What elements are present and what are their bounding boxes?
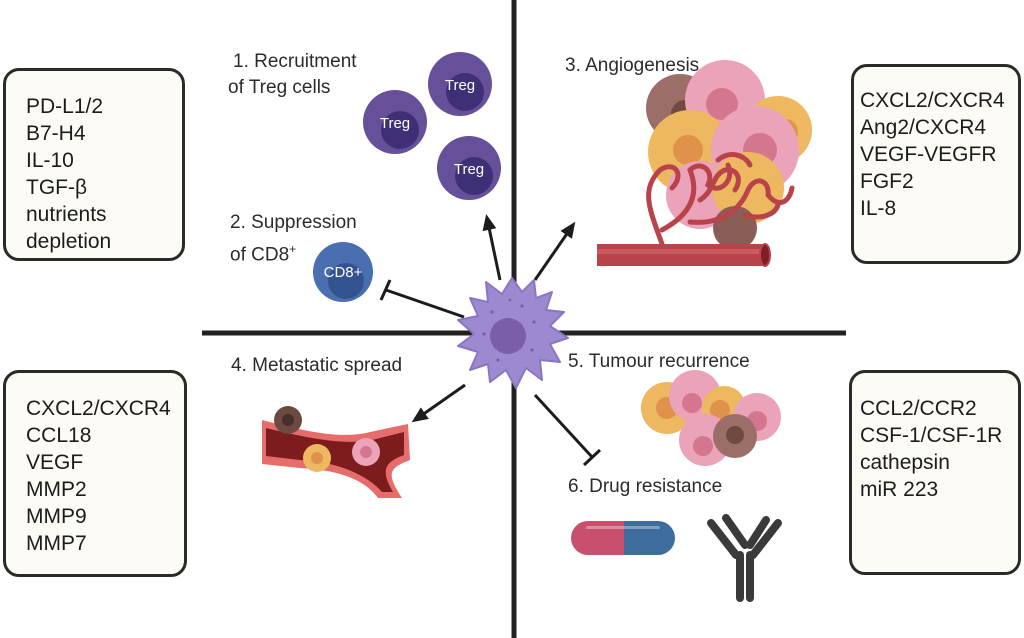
factor-item: Ang2/CXCR4 [860,116,987,139]
factor-item: CXCL2/CXCR4 [860,89,1005,112]
factor-item: PD-L1/2 [26,95,104,118]
treg-label: Treg [454,161,484,178]
step-4-label: 4. Metastatic spread [231,355,403,376]
factor-item: MMP9 [26,505,87,528]
factor-item: CSF-1/CSF-1R [860,424,1003,447]
factors-box-top-left: PD-L1/2 B7-H4 IL-10 TGF-β nutrients depl… [3,68,185,261]
step-1-line2: of Treg cells [228,77,331,98]
treg-cell: Treg [437,136,501,200]
angiogenesis-tumor-icon [646,60,812,250]
macrophage-icon [457,277,569,389]
factor-item: CCL2/CCR2 [860,397,977,420]
factor-item: TGF-β [26,176,88,199]
metastasis-vessel-icon [262,406,410,498]
factor-item: cathepsin [860,451,950,474]
step-6-label: 6. Drug resistance [568,476,723,497]
treg-label: Treg [380,115,410,132]
arrow-to-treg [482,214,502,281]
factor-item: MMP2 [26,478,87,501]
step-1-label: 1. Recruitment of Treg cells [228,49,357,101]
factor-item: nutrients [26,203,107,226]
inhibition-to-cd8 [379,279,465,319]
treg-cell: Treg [428,52,492,116]
step-1-line1: 1. Recruitment [233,51,357,72]
inhibition-to-drug-resistance [533,393,602,467]
factor-item: B7-H4 [26,122,86,145]
factor-item: miR 223 [860,478,939,501]
capsule-pill-icon [571,521,675,555]
factor-item: IL-10 [26,149,74,172]
factors-box-bottom-right: CCL2/CCR2 CSF-1/CSF-1R cathepsin miR 223 [849,370,1021,575]
factors-box-bottom-left: CXCL2/CXCR4 CCL18 VEGF MMP2 MMP9 MMP7 [3,370,187,577]
step-2-label: 2. Suppression of CD8+ [230,210,357,268]
cd8-label: CD8+ [324,264,363,281]
step-2-superscript: + [289,242,297,256]
factor-item: VEGF-VEGFR [860,143,997,166]
tumour-cluster-icon [641,370,781,466]
treg-cell: Treg [363,90,427,154]
step-3-label: 3. Angiogenesis [565,55,700,76]
step-2-line1: 2. Suppression [230,212,357,233]
factor-item: MMP7 [26,532,87,555]
step-2-line2: of CD8 [230,244,290,266]
factor-item: IL-8 [860,197,897,220]
treg-label: Treg [445,77,475,94]
blood-vessel-icon [597,243,771,267]
antibody-icon [707,514,782,602]
factor-item: CXCL2/CXCR4 [26,397,171,420]
step-5-label: 5. Tumour recurrence [568,351,750,372]
factor-item: CCL18 [26,424,92,447]
cd8-cell: CD8+ [313,242,373,302]
arrow-to-angiogenesis [533,221,576,281]
factor-item: VEGF [26,451,84,474]
arrow-to-metastasis [411,383,466,423]
factors-box-top-right: CXCL2/CXCR4 Ang2/CXCR4 VEGF-VEGFR FGF2 I… [851,64,1021,264]
factor-item: depletion [26,230,112,253]
factor-item: FGF2 [860,170,914,193]
